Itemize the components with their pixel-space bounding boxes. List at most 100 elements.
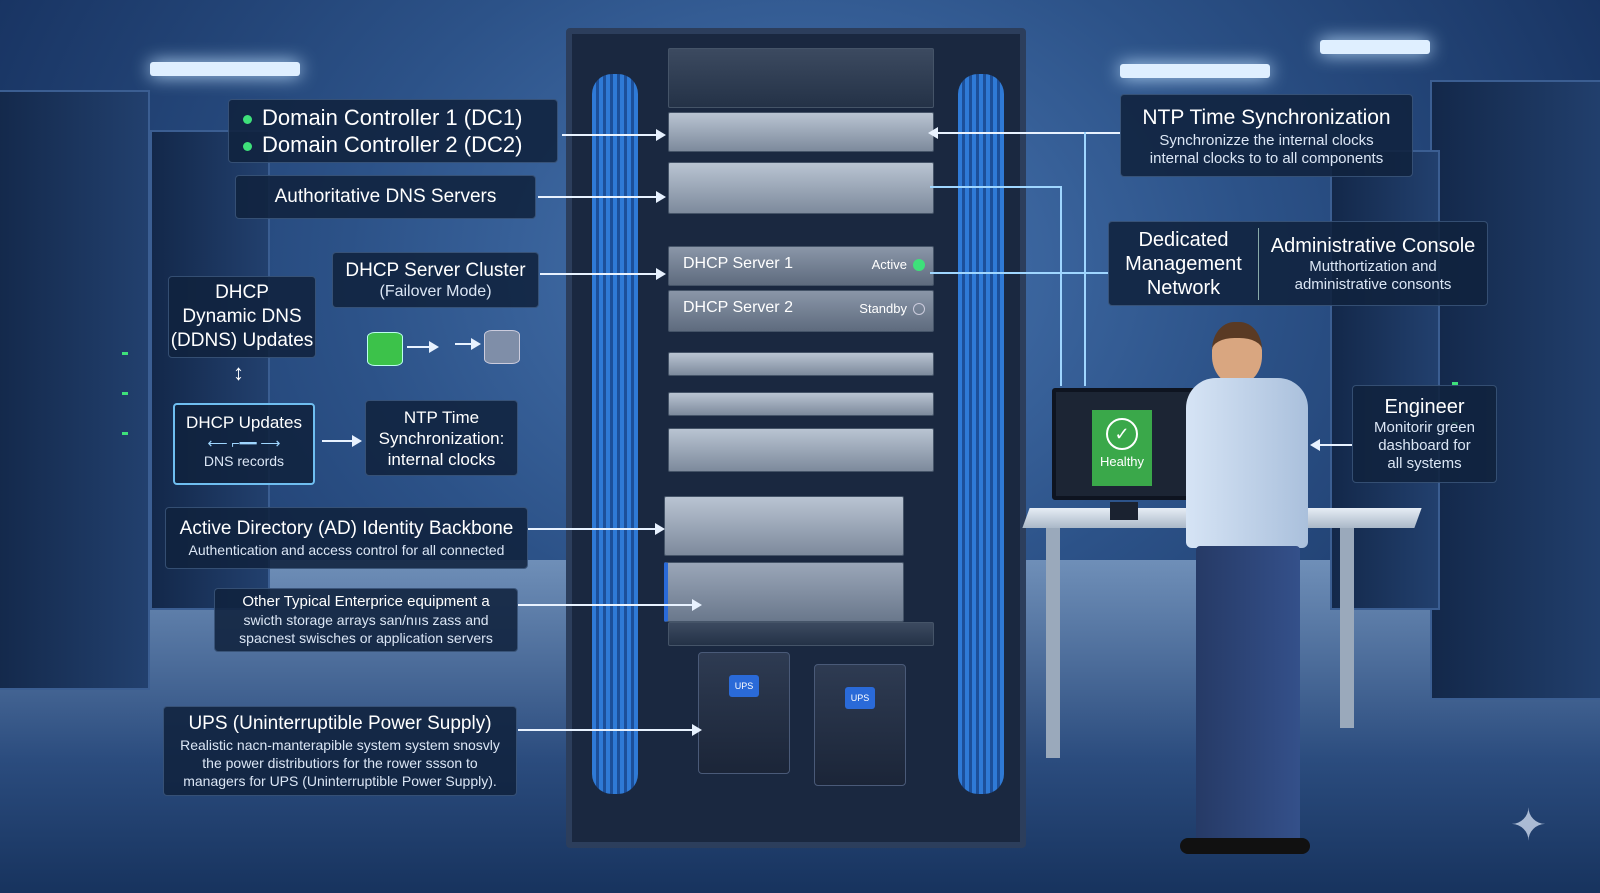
- engineer-line: all systems: [1387, 455, 1462, 472]
- engineer-line: dashboard for: [1378, 437, 1471, 454]
- engineer-shoes: [1180, 838, 1310, 854]
- ups-badge: UPS: [729, 675, 759, 697]
- arrow-dns: [538, 191, 666, 203]
- other-line: spacnest swisches or application servers: [239, 630, 493, 646]
- server-cabinet-left: [0, 90, 150, 690]
- power-distribution-unit: [668, 622, 934, 646]
- engineer-legs: [1196, 546, 1300, 846]
- top-server-unit: [668, 48, 934, 108]
- storage-array: [664, 562, 904, 622]
- other-line: Other Typical Enterprice equipment a: [242, 593, 490, 610]
- dc2-text: Domain Controller 2 (DC2): [262, 132, 523, 157]
- dhcp-updates-box: DHCP Updates ⟵ ⌐━━ ⟶ DNS records: [173, 403, 315, 485]
- arrow-engineer: [1310, 439, 1352, 451]
- console-line: Mutthortization and: [1309, 257, 1437, 275]
- ups-label: UPS (Uninterruptible Power Supply) Reali…: [163, 706, 517, 796]
- monitor-stand: [1110, 502, 1138, 520]
- arrow-dhcp: [540, 268, 666, 280]
- monitor: ✓ Healthy: [1052, 388, 1196, 500]
- engineer-line: Monitorir green: [1374, 419, 1475, 436]
- ceiling-light: [1120, 64, 1270, 78]
- arrow-failover: [455, 338, 481, 350]
- domain-controllers-label: Domain Controller 1 (DC1) Domain Control…: [228, 99, 558, 163]
- mgmt-line: Management: [1125, 252, 1242, 275]
- ad-server-unit: [664, 496, 904, 556]
- arrow-ad: [528, 523, 665, 535]
- ddns-line: (DDNS) Updates: [170, 330, 314, 351]
- dhcp-server-2-label: DHCP Server 2: [683, 299, 793, 316]
- arrow-ups: [518, 724, 702, 736]
- arrow-failover: [407, 341, 439, 353]
- check-icon: ✓: [1106, 418, 1138, 450]
- dhcp-cluster-title: DHCP Server Cluster: [345, 260, 526, 281]
- management-network: Dedicated Management Network: [1109, 227, 1259, 300]
- arrow-other: [518, 599, 702, 611]
- domain-controller-unit: [668, 112, 934, 152]
- ad-title: Active Directory (AD) Identity Backbone: [179, 518, 514, 539]
- ntp-label: NTP Time Synchronization Synchronizze th…: [1120, 94, 1413, 177]
- dhcp-server-1-label: DHCP Server 1: [683, 255, 793, 272]
- other-line: swicth storage arrays san/nııs zass and: [243, 612, 489, 628]
- ups-line: managers for UPS (Uninterruptible Power …: [183, 773, 497, 789]
- ntp-small-label: NTP Time Synchronization: internal clock…: [365, 400, 518, 476]
- console-title: Administrative Console: [1270, 234, 1476, 257]
- engineer-label: Engineer Monitorir green dashboard for a…: [1352, 385, 1497, 483]
- mgmt-line: Dedicated: [1138, 228, 1229, 251]
- desk-leg: [1340, 528, 1354, 728]
- arrow-ntp: [928, 127, 1120, 139]
- dhcp-cluster-sub: (Failover Mode): [379, 283, 492, 300]
- management-link-line: [930, 186, 1060, 188]
- dns-text: Authoritative DNS Servers: [274, 186, 497, 207]
- management-link-line: [1060, 186, 1062, 386]
- standby-status-light-icon: [913, 303, 925, 315]
- ad-label: Active Directory (AD) Identity Backbone …: [165, 507, 528, 569]
- status-dot-icon: [243, 114, 252, 124]
- status-dot-icon: [243, 141, 252, 151]
- ddns-line: DHCP: [215, 282, 269, 303]
- admin-console: Administrative Console Mutthortization a…: [1259, 234, 1487, 294]
- bidirectional-arrow-icon: ↕: [233, 360, 244, 385]
- engineer-torso: [1186, 378, 1308, 548]
- dhcp-cluster-label: DHCP Server Cluster (Failover Mode): [332, 252, 539, 308]
- ad-sub: Authentication and access control for al…: [188, 542, 505, 558]
- ceiling-light: [1320, 40, 1430, 54]
- ntp-small-line: Synchronization:: [378, 428, 505, 448]
- server-unit: [668, 428, 934, 472]
- arrow-dc: [562, 129, 666, 141]
- update-flow-icon: ⟵ ⌐━━ ⟶: [207, 435, 281, 451]
- ntp-line: internal clocks to to all components: [1149, 149, 1384, 167]
- dns-server-unit: [668, 162, 934, 214]
- dc1-text: Domain Controller 1 (DC1): [262, 105, 523, 130]
- other-equipment-label: Other Typical Enterprice equipment a swi…: [214, 588, 518, 652]
- dhcp-server-1: DHCP Server 1 Active: [668, 246, 934, 286]
- console-line: administrative consonts: [1294, 275, 1452, 293]
- ups-unit-2: UPS: [814, 664, 906, 786]
- server-rack: DHCP Server 1 Active DHCP Server 2 Stand…: [566, 28, 1026, 848]
- ups-unit-1: UPS: [698, 652, 790, 774]
- database-standby-icon: [484, 330, 520, 364]
- arrow-ntp-small: [322, 435, 362, 447]
- ntp-small-line: NTP Time: [403, 407, 480, 427]
- management-label: Dedicated Management Network Administrat…: [1108, 221, 1488, 306]
- ceiling-light: [150, 62, 300, 76]
- ntp-title: NTP Time Synchronization: [1142, 105, 1391, 129]
- ntp-small-line: internal clocks: [387, 449, 496, 469]
- dhcp-server-1-status: Active: [871, 257, 907, 272]
- healthy-status-text: Healthy: [1099, 454, 1145, 469]
- engineer-head: [1212, 322, 1262, 384]
- ups-line: the power distributiors for the rower ss…: [202, 755, 478, 771]
- mgmt-line: Network: [1146, 276, 1221, 299]
- dns-label: Authoritative DNS Servers: [235, 175, 536, 219]
- engineer-title: Engineer: [1384, 396, 1465, 418]
- cable-bundle-right: [958, 74, 1004, 794]
- dns-records-text: DNS records: [203, 453, 285, 469]
- cable-bundle-left: [592, 74, 638, 794]
- dashboard-healthy-panel: ✓ Healthy: [1092, 410, 1152, 486]
- ddns-line: Dynamic DNS: [182, 306, 302, 327]
- ups-line: Realistic nacn-manterapible system syste…: [180, 737, 500, 753]
- ups-badge: UPS: [845, 687, 875, 709]
- dhcp-server-2-status: Standby: [859, 301, 907, 316]
- network-switch: [668, 392, 934, 416]
- ddns-label: DHCP Dynamic DNS (DDNS) Updates: [168, 276, 316, 358]
- active-status-light-icon: [913, 259, 925, 271]
